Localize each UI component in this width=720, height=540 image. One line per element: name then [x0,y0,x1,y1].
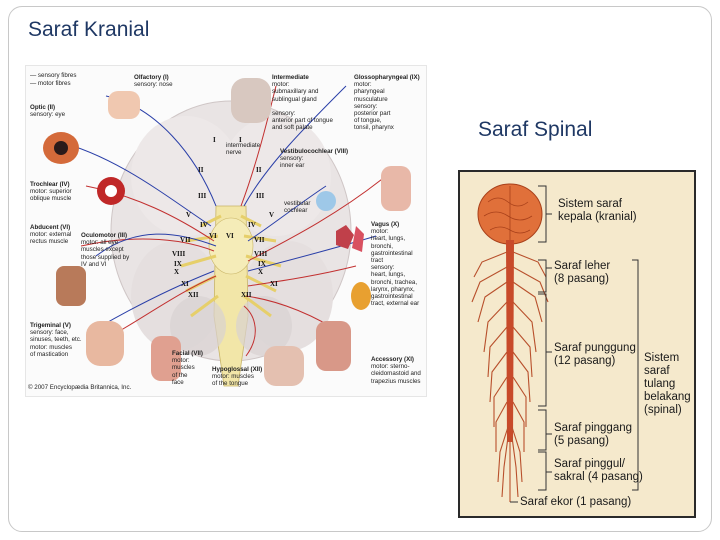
label-trigeminal: Trigeminal (V)sensory: face,sinuses, tee… [30,322,82,358]
roman-label: III [256,192,265,200]
legend-motor: — motor fibres [30,80,71,87]
label-vestibulocochlear: Vestibulocochlear (VIII)sensory:inner ea… [280,148,349,170]
label-vagus: Vagus (X)motor:heart, lungs,bronchi,gast… [371,221,420,308]
label-leher: Saraf leher(8 pasang) [554,260,611,285]
cranial-title: Saraf Kranial [28,18,150,41]
roman-label: XII [241,291,252,299]
roman-label: I [213,136,216,144]
roman-label: II [256,166,262,174]
legend-sensory: — sensory fibres [30,72,77,79]
roman-label: IV [200,221,208,229]
roman-label: VIII [254,250,268,258]
roman-label: V [269,211,275,219]
roman-label: VIII [172,250,186,258]
spinal-title: Saraf Spinal [478,118,593,141]
slide-frame [8,6,712,532]
roman-label: V [186,211,192,219]
roman-label: XI [181,280,189,288]
roman-label: III [198,192,207,200]
label-optic: Optic (II)sensory: eye [30,104,66,119]
roman-label: X [174,268,180,276]
label-pinggang: Saraf pinggang(5 pasang) [554,422,633,447]
roman-label: VI [209,232,217,240]
roman-label: IX [174,260,182,268]
roman-label: IV [248,221,256,229]
roman-label: X [258,268,264,276]
label-accessory: Accessory (XI)motor: sterno-cleidomastoi… [371,356,421,385]
roman-label: XI [270,280,278,288]
label-ekor: Saraf ekor (1 pasang) [520,496,632,508]
roman-label: VI [226,232,234,240]
roman-label: I [239,136,242,144]
roman-label: VII [254,236,265,244]
cranial-illustration [43,78,411,387]
label-olfactory: Olfactory (I)sensory: nose [134,74,173,89]
roman-label: XII [188,291,199,299]
label-punggung: Saraf punggung(12 pasang) [554,342,636,367]
copyright: © 2007 Encyclopædia Britannica, Inc. [28,384,132,391]
cranial-nerves-diagram: — sensory fibres — motor fibres Olfactor… [25,65,427,397]
roman-label: IX [258,260,266,268]
roman-label: II [198,166,204,174]
spinal-illustration [471,183,639,503]
roman-label: VII [180,236,191,244]
label-pinggul: Saraf pinggul/sakral (4 pasang) [554,458,643,483]
